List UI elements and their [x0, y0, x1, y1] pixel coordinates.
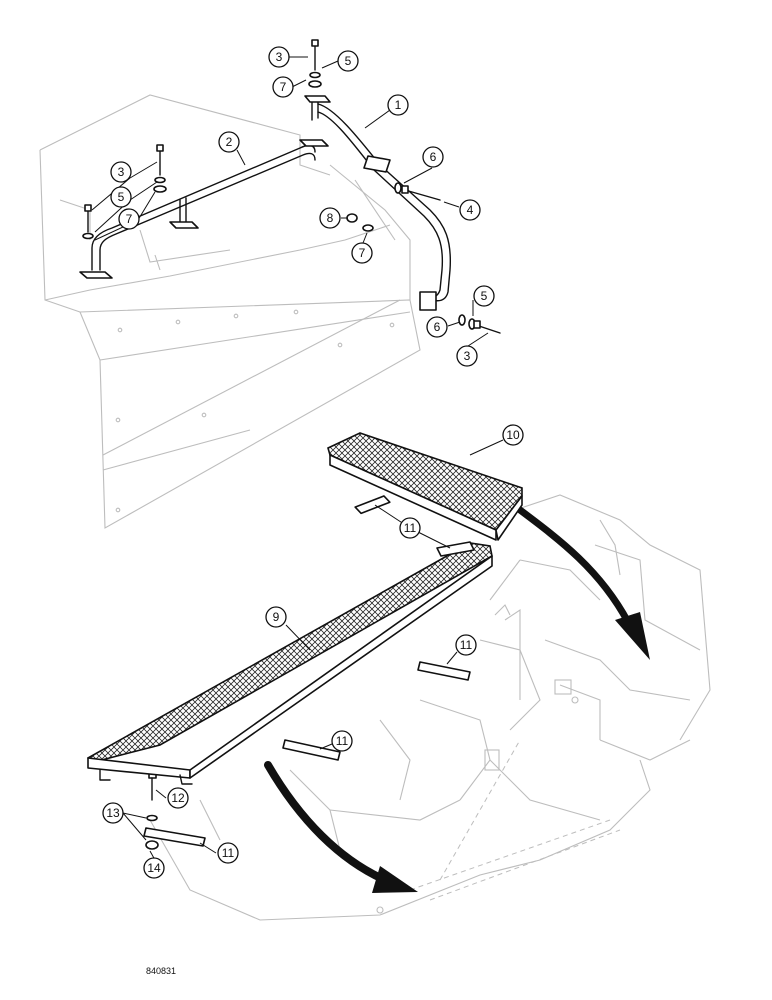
callout-3-right: 3 — [456, 345, 478, 367]
svg-text:13: 13 — [106, 806, 120, 820]
callout-4: 4 — [459, 199, 481, 221]
callout-balloons: 3 5 7 1 2 3 5 7 6 4 8 7 5 6 3 10 11 9 11… — [102, 46, 524, 879]
mounting-straps — [143, 495, 475, 847]
svg-text:5: 5 — [345, 54, 352, 68]
callout-5-top: 5 — [337, 50, 359, 72]
svg-text:5: 5 — [118, 190, 125, 204]
svg-text:4: 4 — [467, 203, 474, 217]
install-direction-arrow-upper — [516, 506, 650, 660]
figure-code: 840831 — [146, 966, 176, 976]
callout-9: 9 — [265, 606, 287, 628]
callout-13: 13 — [102, 802, 124, 824]
callout-3-top: 3 — [268, 46, 290, 68]
callout-6-lower: 6 — [426, 316, 448, 338]
callout-2: 2 — [218, 131, 240, 153]
ghosted-machine-body — [39, 94, 711, 921]
callout-11-upper: 11 — [399, 517, 421, 539]
svg-text:11: 11 — [460, 638, 473, 652]
step-plate-lower — [86, 542, 493, 785]
step-plate-upper — [327, 432, 523, 541]
callout-7-left: 7 — [118, 208, 140, 230]
callout-7-mid: 7 — [351, 242, 373, 264]
svg-text:3: 3 — [464, 349, 471, 363]
svg-text:6: 6 — [430, 150, 437, 164]
callout-5-right: 5 — [473, 285, 495, 307]
svg-text:7: 7 — [280, 80, 287, 94]
install-direction-arrow-lower — [264, 761, 418, 893]
callout-12: 12 — [167, 787, 189, 809]
svg-text:3: 3 — [118, 165, 125, 179]
callout-3-left: 3 — [110, 161, 132, 183]
callout-10: 10 — [502, 424, 524, 446]
svg-text:11: 11 — [404, 521, 417, 535]
svg-text:10: 10 — [506, 428, 520, 442]
svg-text:2: 2 — [226, 135, 233, 149]
svg-text:3: 3 — [276, 50, 283, 64]
svg-text:5: 5 — [481, 289, 488, 303]
svg-text:11: 11 — [336, 734, 349, 748]
svg-text:11: 11 — [222, 846, 235, 860]
svg-text:1: 1 — [395, 98, 402, 112]
callout-11-right: 11 — [455, 634, 477, 656]
callout-5-left: 5 — [110, 186, 132, 208]
callout-6-upper: 6 — [422, 146, 444, 168]
svg-text:6: 6 — [434, 320, 441, 334]
svg-text:7: 7 — [359, 246, 366, 260]
handrail-left — [79, 139, 329, 279]
leader-lines — [91, 56, 504, 861]
svg-text:8: 8 — [327, 211, 334, 225]
callout-8: 8 — [319, 207, 341, 229]
callout-14: 14 — [143, 857, 165, 879]
svg-text:12: 12 — [171, 791, 185, 805]
svg-text:7: 7 — [126, 212, 133, 226]
callout-7-top: 7 — [272, 76, 294, 98]
handrail-right — [304, 95, 452, 311]
svg-text:14: 14 — [147, 861, 161, 875]
callout-1: 1 — [387, 94, 409, 116]
svg-text:9: 9 — [273, 610, 280, 624]
callout-11-mid: 11 — [331, 730, 353, 752]
callout-11-lower: 11 — [217, 842, 239, 864]
